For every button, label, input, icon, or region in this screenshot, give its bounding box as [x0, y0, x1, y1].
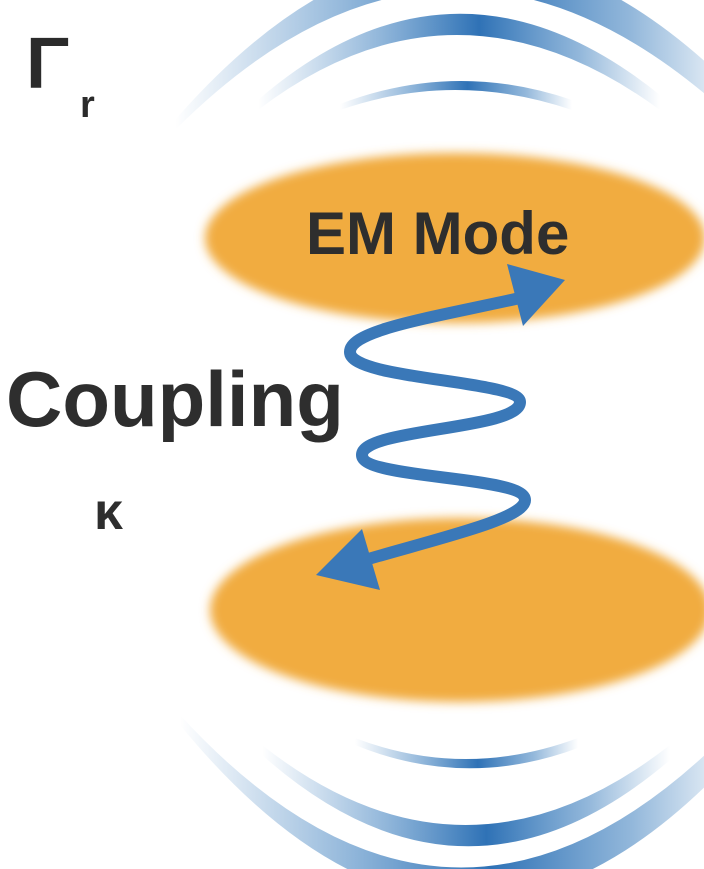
- bottom-wave-middle: [262, 745, 670, 847]
- top-emission-waves: [175, 0, 704, 130]
- coupling-arrowhead-top: [507, 264, 565, 326]
- bottom-wave-outer: [180, 715, 704, 869]
- coupling-label: Coupling: [6, 355, 344, 443]
- decay-rate-subscript: r: [80, 84, 95, 126]
- coupling-wave-line: [342, 292, 532, 571]
- bottom-emission-waves: [180, 715, 704, 869]
- coupling-constant-symbol: κ: [94, 483, 123, 541]
- em-mode-label: EM Mode: [306, 200, 570, 267]
- coupling-arrowhead-bottom: [316, 529, 380, 590]
- bottom-wave-inner: [355, 738, 578, 769]
- top-wave-inner: [340, 80, 572, 110]
- top-em-mode-ellipse: [205, 153, 704, 323]
- coupling-arrow: [316, 264, 565, 590]
- bottom-em-mode-ellipse: [210, 518, 704, 702]
- decay-rate-symbol: Γ: [26, 24, 70, 104]
- top-wave-middle: [258, 13, 660, 110]
